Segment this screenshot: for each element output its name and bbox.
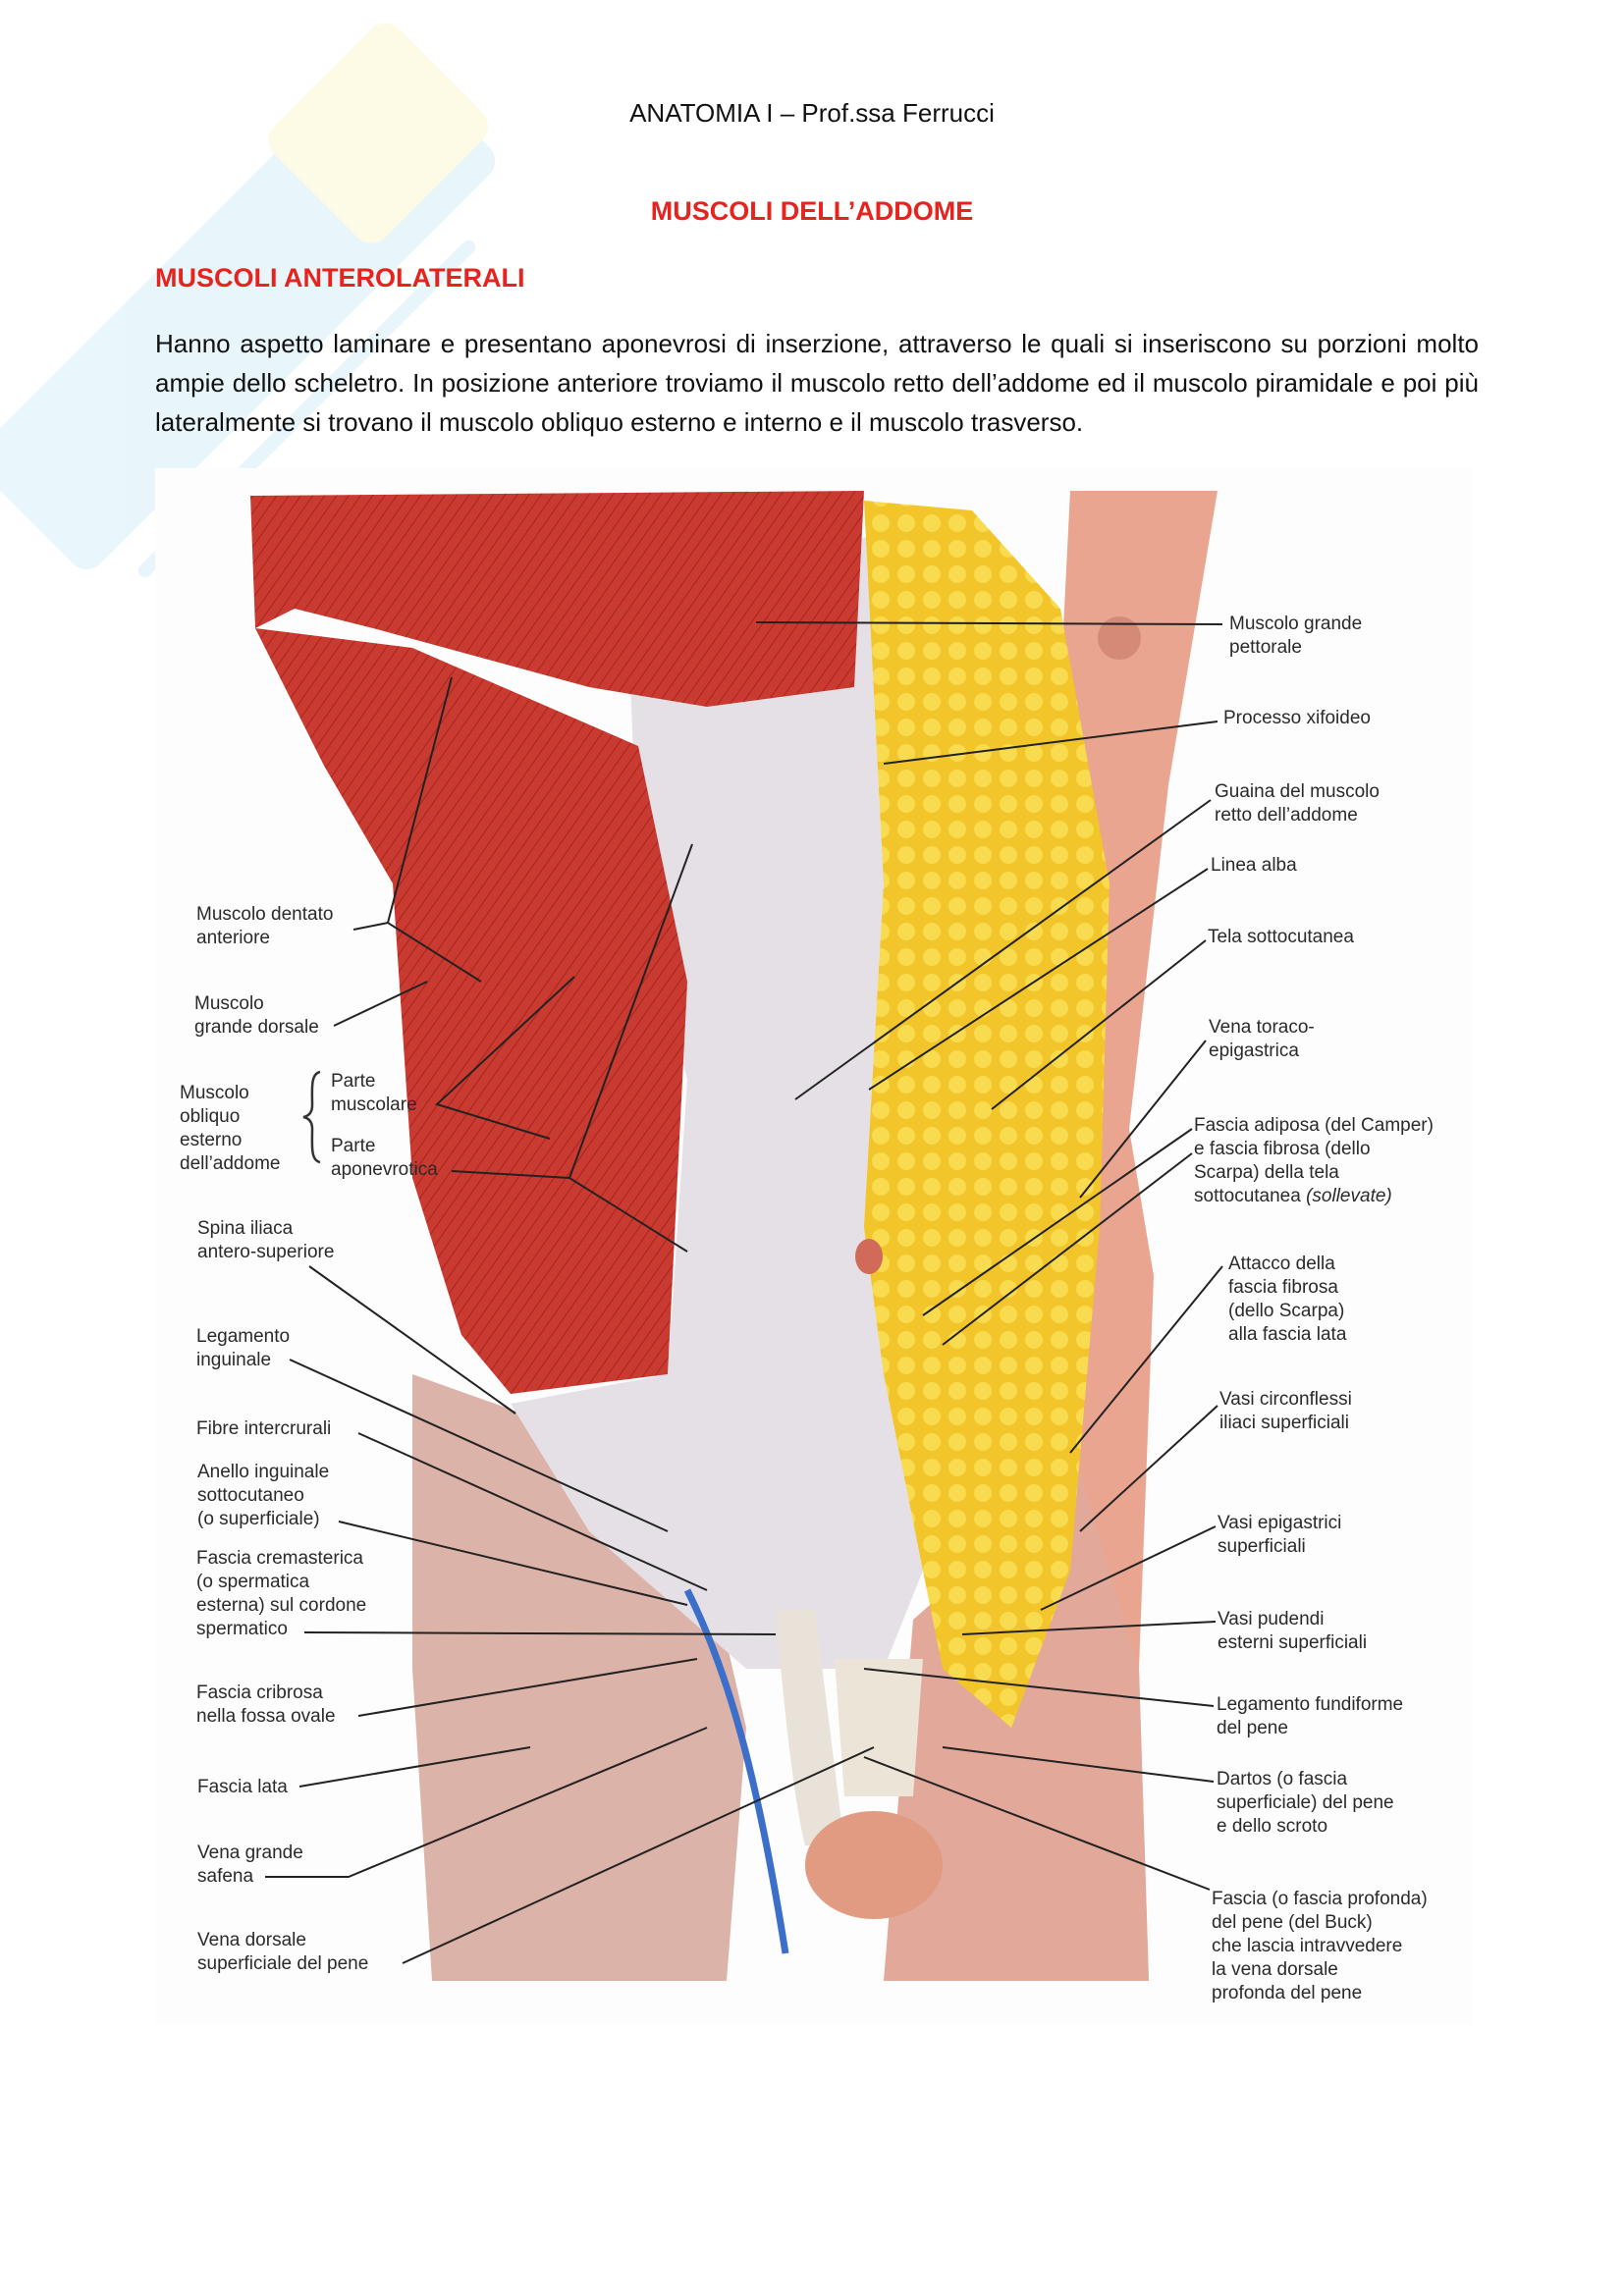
scrotum <box>805 1811 943 1919</box>
leader-lines <box>265 621 1223 1964</box>
saphenous-vein <box>683 1588 789 1954</box>
label-fascia-profonda: Fascia (o fascia profonda)del pene (del … <box>1212 1889 1428 2003</box>
nipple <box>1098 616 1141 660</box>
subcutaneous-fat <box>864 501 1110 1728</box>
abdominal-aponeurosis <box>511 530 943 1669</box>
label-tela-sottocutanea: Tela sottocutanea <box>1208 927 1354 947</box>
label-linea-alba: Linea alba <box>1211 855 1297 876</box>
page-title: MUSCOLI DELL’ADDOME <box>650 196 974 226</box>
label-processo-xifoideo: Processo xifoideo <box>1223 708 1371 728</box>
label-vena-toraco-epigastrica: Vena toraco-epigastrica <box>1209 1017 1315 1061</box>
body-paragraph: Hanno aspetto laminare e presentano apon… <box>155 329 1479 437</box>
section-heading: MUSCOLI ANTEROLATERALI <box>155 263 525 293</box>
brace-icon <box>302 1070 321 1164</box>
label-fascia-adiposa: Fascia adiposa (del Camper)e fascia fibr… <box>1194 1115 1434 1206</box>
penis <box>835 1659 923 1796</box>
label-fibre-intercrurali: Fibre intercrurali <box>196 1418 332 1439</box>
page-header: ANATOMIA I – Prof.ssa Ferrucci <box>629 98 995 128</box>
label-fascia-lata: Fascia lata <box>197 1777 288 1797</box>
pectoral-muscle <box>250 491 864 707</box>
umbilicus <box>855 1239 883 1274</box>
oblique-muscle <box>255 628 687 1394</box>
spermatic-cord <box>776 1610 844 1845</box>
